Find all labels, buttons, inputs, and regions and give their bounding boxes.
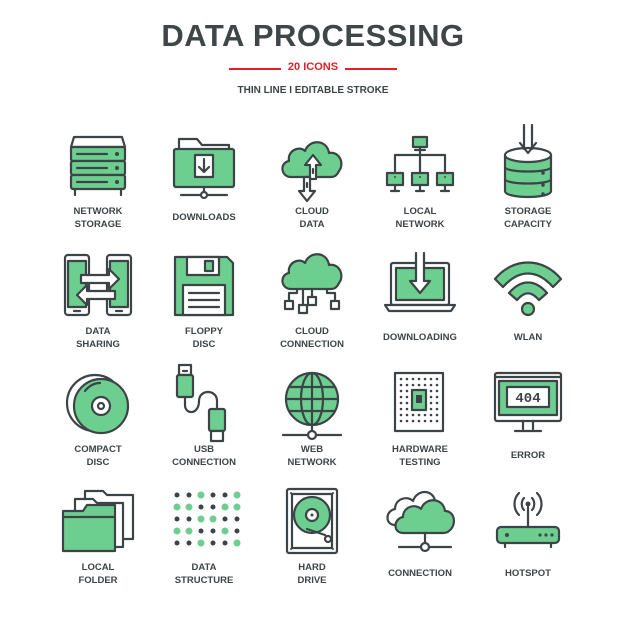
connection-icon xyxy=(386,490,455,553)
network-storage-icon xyxy=(69,135,127,197)
floppy-disc-icon xyxy=(173,255,235,317)
downloads-icon xyxy=(172,137,236,200)
wlan-icon xyxy=(493,261,563,317)
icon-label: WLAN xyxy=(513,332,543,343)
usb-connection-icon xyxy=(175,363,227,443)
page-title: DATA PROCESSING xyxy=(161,18,465,53)
icon-tile-error: 404 ERROR xyxy=(472,371,584,489)
hard-drive-icon xyxy=(285,487,339,555)
hardware-testing-icon xyxy=(393,371,445,433)
local-folder-icon xyxy=(61,489,135,553)
data-sharing-icon xyxy=(63,253,133,317)
icon-label: CONNECTION xyxy=(388,568,452,579)
icon-tile-connection: CONNECTION xyxy=(364,489,476,607)
icon-label: DOWNLOADING xyxy=(383,332,457,343)
web-network-icon xyxy=(281,371,343,441)
storage-capacity-icon xyxy=(503,123,553,199)
subtitle: THIN LINE I EDITABLE STROKE xyxy=(237,85,389,96)
data-structure-icon xyxy=(173,491,241,547)
hotspot-icon xyxy=(495,491,561,549)
divider-left xyxy=(229,68,281,70)
compact-disc-icon xyxy=(65,373,130,435)
local-network-icon xyxy=(385,135,455,193)
icon-label: DOWNLOADS xyxy=(172,212,236,223)
icon-label: ERROR xyxy=(510,450,546,461)
cloud-data-icon xyxy=(281,141,343,203)
error-code-text: 404 xyxy=(515,391,540,407)
icon-tile-hotspot: HOTSPOT xyxy=(472,489,584,607)
icon-tile-downloading: DOWNLOADING xyxy=(364,251,476,371)
icon-label: HOTSPOT xyxy=(505,568,551,579)
cloud-connection-icon xyxy=(281,253,343,315)
divider-right xyxy=(345,68,397,70)
downloading-icon xyxy=(383,251,457,313)
error-icon: 404 xyxy=(493,371,563,433)
icon-tile-downloads: DOWNLOADS xyxy=(148,133,260,251)
icon-tile-wlan: WLAN xyxy=(472,253,584,371)
icon-count: 20 ICONS xyxy=(287,61,339,73)
